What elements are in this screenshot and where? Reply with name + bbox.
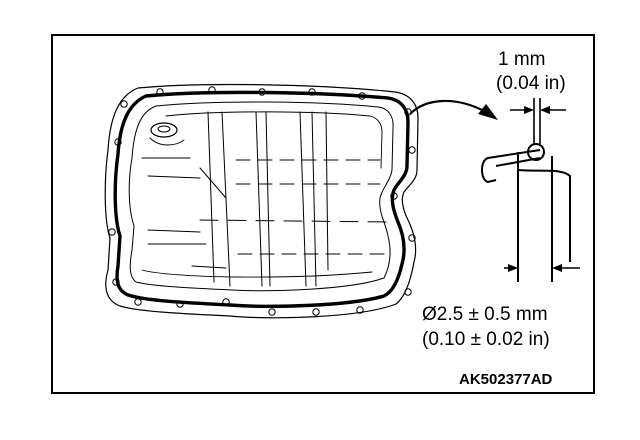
diameter-in-label: (0.10 ± 0.02 in) bbox=[422, 329, 550, 350]
oil-pan-inner-wall bbox=[128, 101, 394, 292]
drain-plug bbox=[150, 122, 178, 138]
callout-arrow bbox=[409, 99, 487, 115]
gap-in-label: (0.04 in) bbox=[496, 73, 566, 94]
bead-circle bbox=[527, 143, 545, 161]
oil-pan-flange bbox=[104, 83, 419, 319]
bead-wire bbox=[481, 149, 541, 184]
diameter-mm-label: Ø2.5 ± 0.5 mm bbox=[422, 304, 548, 325]
bolt-holes bbox=[108, 86, 416, 316]
dimension-arrowheads bbox=[508, 106, 562, 272]
sealant-bead bbox=[113, 90, 410, 308]
bead-detail bbox=[481, 98, 580, 282]
callout-arrow-head bbox=[478, 104, 498, 120]
figure-code: AK502377AD bbox=[459, 371, 553, 388]
gap-mm-label: 1 mm bbox=[498, 49, 546, 70]
